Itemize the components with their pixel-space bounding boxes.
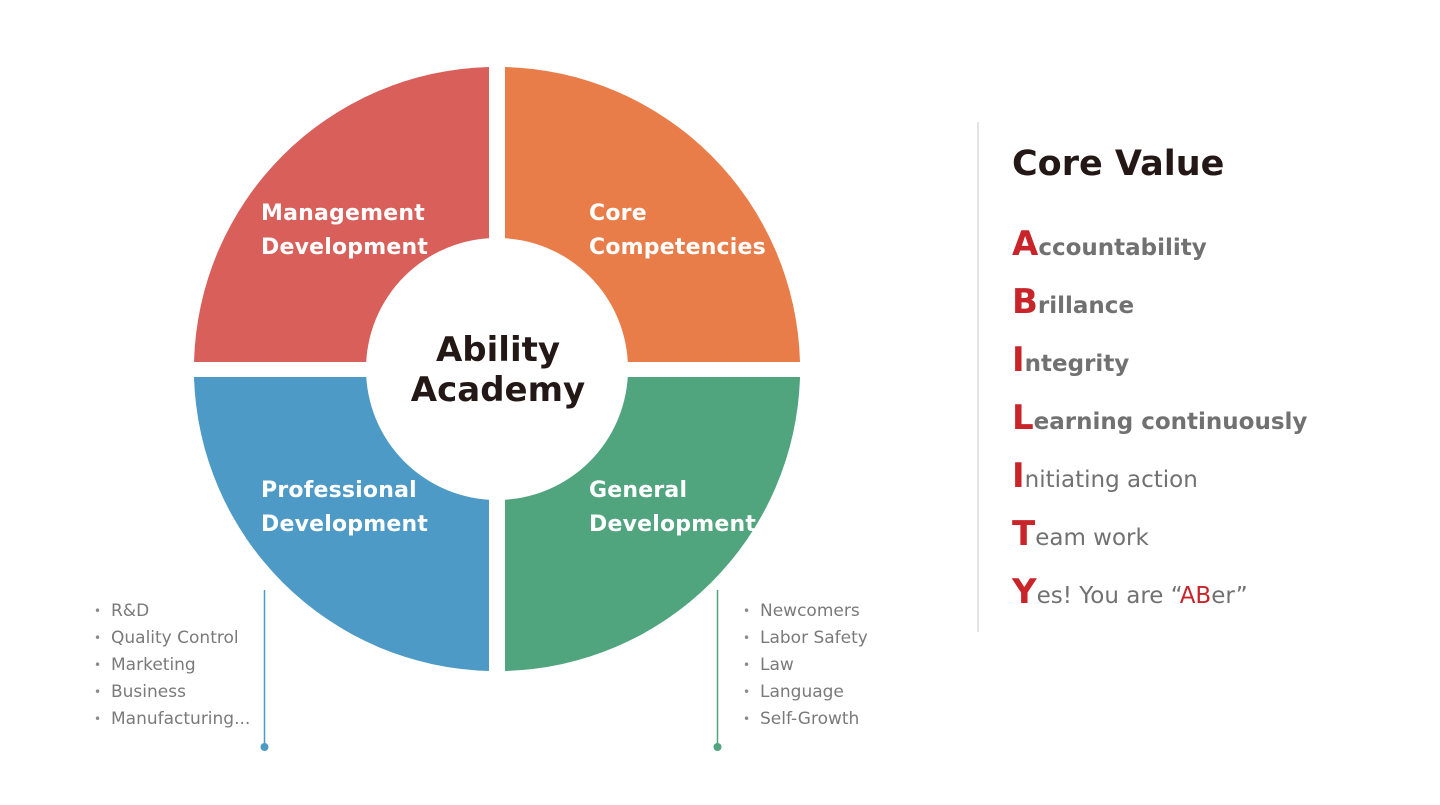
value-word: ccountability [1038,235,1207,261]
initial-letter: A [1012,224,1039,264]
management-label-line2: Development [261,235,429,260]
value-word: ntegrity [1024,351,1130,377]
core-label-line1: Core [589,201,647,226]
general-label: General Development [589,474,756,542]
list-item: Law [743,652,868,679]
initial-letter: Y [1012,572,1037,612]
core-value-item-yes: Yes! You are “ABer” [1012,568,1307,626]
core-value-item-initiating: Initiating action [1012,452,1307,510]
value-word: nitiating action [1024,467,1198,493]
general-connector-dot [713,743,722,751]
core-value-item-teamwork: Team work [1012,510,1307,568]
list-item: Marketing [94,652,250,679]
professional-topics-list: R&D Quality Control Marketing Business M… [94,598,250,733]
center-title-line1: Ability [435,330,561,370]
value-word: es! You are “ [1036,583,1180,609]
initial-letter: T [1012,514,1036,554]
list-item: Labor Safety [743,625,868,652]
value-word-tail: er” [1211,583,1248,609]
professional-label-line1: Professional [261,478,417,503]
professional-label-line2: Development [261,512,429,537]
initial-letter: L [1012,398,1034,438]
center-title-line2: Academy [410,370,586,410]
list-item: R&D [94,598,250,625]
initial-letter: I [1012,456,1025,496]
management-label-line1: Management [261,201,425,226]
vertical-divider [977,122,979,632]
list-item: Business [94,679,250,706]
management-label: Management Development [261,197,428,265]
value-word: earning continuously [1033,409,1308,435]
core-value-item-accountability: Accountability [1012,220,1307,278]
list-item: Language [743,679,868,706]
core-value-list: Accountability Brillance Integrity Learn… [1012,220,1307,626]
value-word: eam work [1035,525,1149,551]
list-item: Manufacturing... [94,706,250,733]
aber-highlight: AB [1179,583,1212,609]
core-value-item-brillance: Brillance [1012,278,1307,336]
general-label-line1: General [589,478,688,503]
value-word: rillance [1037,293,1135,319]
initial-letter: I [1012,340,1025,380]
list-item: Self-Growth [743,706,868,733]
initial-letter: B [1012,282,1038,322]
center-title: Ability Academy [367,330,629,410]
core-label-line2: Competencies [589,235,766,260]
core-label: Core Competencies [589,197,766,265]
general-topics-list: Newcomers Labor Safety Law Language Self… [743,598,868,733]
core-value-item-learning: Learning continuously [1012,394,1307,452]
list-item: Quality Control [94,625,250,652]
center-hub [366,238,628,500]
professional-label: Professional Development [261,474,428,542]
core-value-item-integrity: Integrity [1012,336,1307,394]
list-item: Newcomers [743,598,868,625]
core-value-title: Core Value [1012,144,1225,184]
professional-connector-dot [260,743,269,751]
general-label-line2: Development [589,512,757,537]
